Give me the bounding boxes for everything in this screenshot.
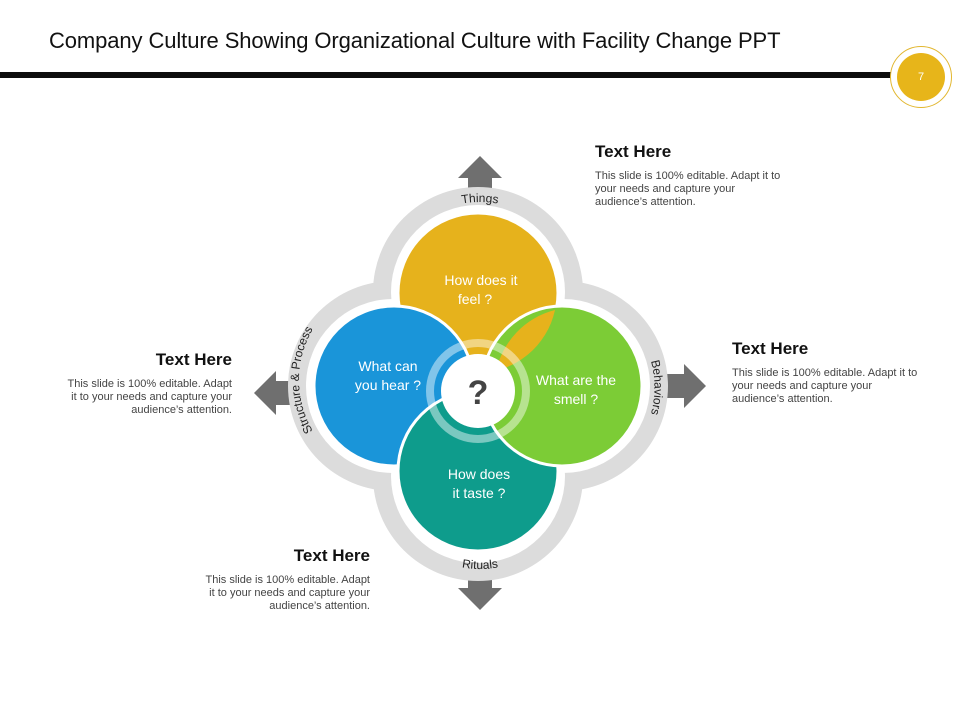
petal-bottom-line2: it taste ?: [453, 485, 506, 501]
title-divider: [0, 72, 894, 78]
arrow-up-icon: [458, 156, 502, 196]
petal-right-line2: smell ?: [554, 391, 599, 407]
ring-label-right: Behaviors: [648, 359, 665, 417]
ring-label-top: Things: [460, 191, 499, 207]
note-right: Text Here This slide is 100% editable. A…: [732, 339, 952, 406]
note-top: Text Here This slide is 100% editable. A…: [595, 142, 815, 209]
petal-left-line2: you hear ?: [355, 377, 421, 393]
page-number-badge: 7: [890, 46, 952, 108]
ring-label-bottom: Rituals: [461, 556, 498, 572]
petal-left-line1: What can: [358, 358, 417, 374]
petal-top-line2: feel ?: [458, 291, 492, 307]
petal-top-line1: How does it: [444, 272, 517, 288]
center-hub: ?: [426, 339, 530, 443]
note-title: Text Here: [732, 339, 809, 358]
note-bottom: Text Here This slide is 100% editable. A…: [150, 546, 371, 613]
page-number: 7: [897, 53, 945, 101]
arrow-left-icon: [254, 371, 294, 415]
slide-title: Company Culture Showing Organizational C…: [49, 28, 781, 53]
note-left: Text Here This slide is 100% editable. A…: [12, 350, 233, 417]
arrow-right-icon: [666, 364, 706, 408]
note-body: This slide is 100% editable. Adapt it to…: [732, 367, 918, 405]
petal-bottom-line1: How does: [448, 466, 510, 482]
petal-right-line1: What are the: [536, 372, 616, 388]
petal-top-overlap: [478, 310, 555, 373]
note-body: This slide is 100% editable. Adapt it to…: [595, 170, 781, 208]
note-title: Text Here: [155, 350, 232, 369]
note-title: Text Here: [293, 546, 370, 565]
note-title: Text Here: [595, 142, 672, 161]
center-question-mark: ?: [468, 374, 489, 412]
